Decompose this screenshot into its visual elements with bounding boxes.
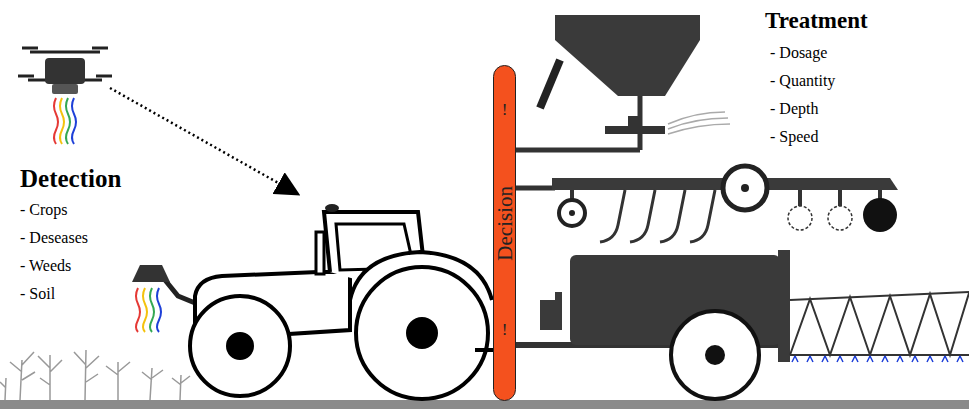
list-heading: Detection [20, 165, 121, 193]
list-item: - Crops [20, 201, 68, 219]
sprayer [515, 250, 969, 399]
list-item: - Deseases [20, 229, 88, 247]
spreader [515, 15, 730, 150]
crops [0, 350, 190, 400]
decision-text: Decision [493, 186, 518, 261]
list-item: - Soil [20, 285, 55, 303]
front-sensor [132, 265, 200, 305]
decision-bar: ! Decision! [493, 65, 516, 401]
list-heading: Treatment [765, 8, 868, 33]
alert-mark: ! [494, 320, 515, 340]
sensor-waves [136, 288, 161, 332]
ground [0, 400, 969, 409]
tractor [190, 212, 495, 399]
list-item: - Depth [770, 100, 818, 118]
list-item: - Dosage [770, 44, 827, 62]
list-item: - Quantity [770, 72, 835, 90]
alert-mark: ! [494, 100, 515, 120]
list-item: - Speed [770, 128, 818, 146]
drone [18, 48, 112, 94]
drone-waves [54, 98, 76, 144]
gps-antenna [325, 204, 339, 212]
cultivator [515, 166, 898, 242]
list-item: - Weeds [20, 257, 71, 275]
data-link-arrow [110, 88, 296, 193]
